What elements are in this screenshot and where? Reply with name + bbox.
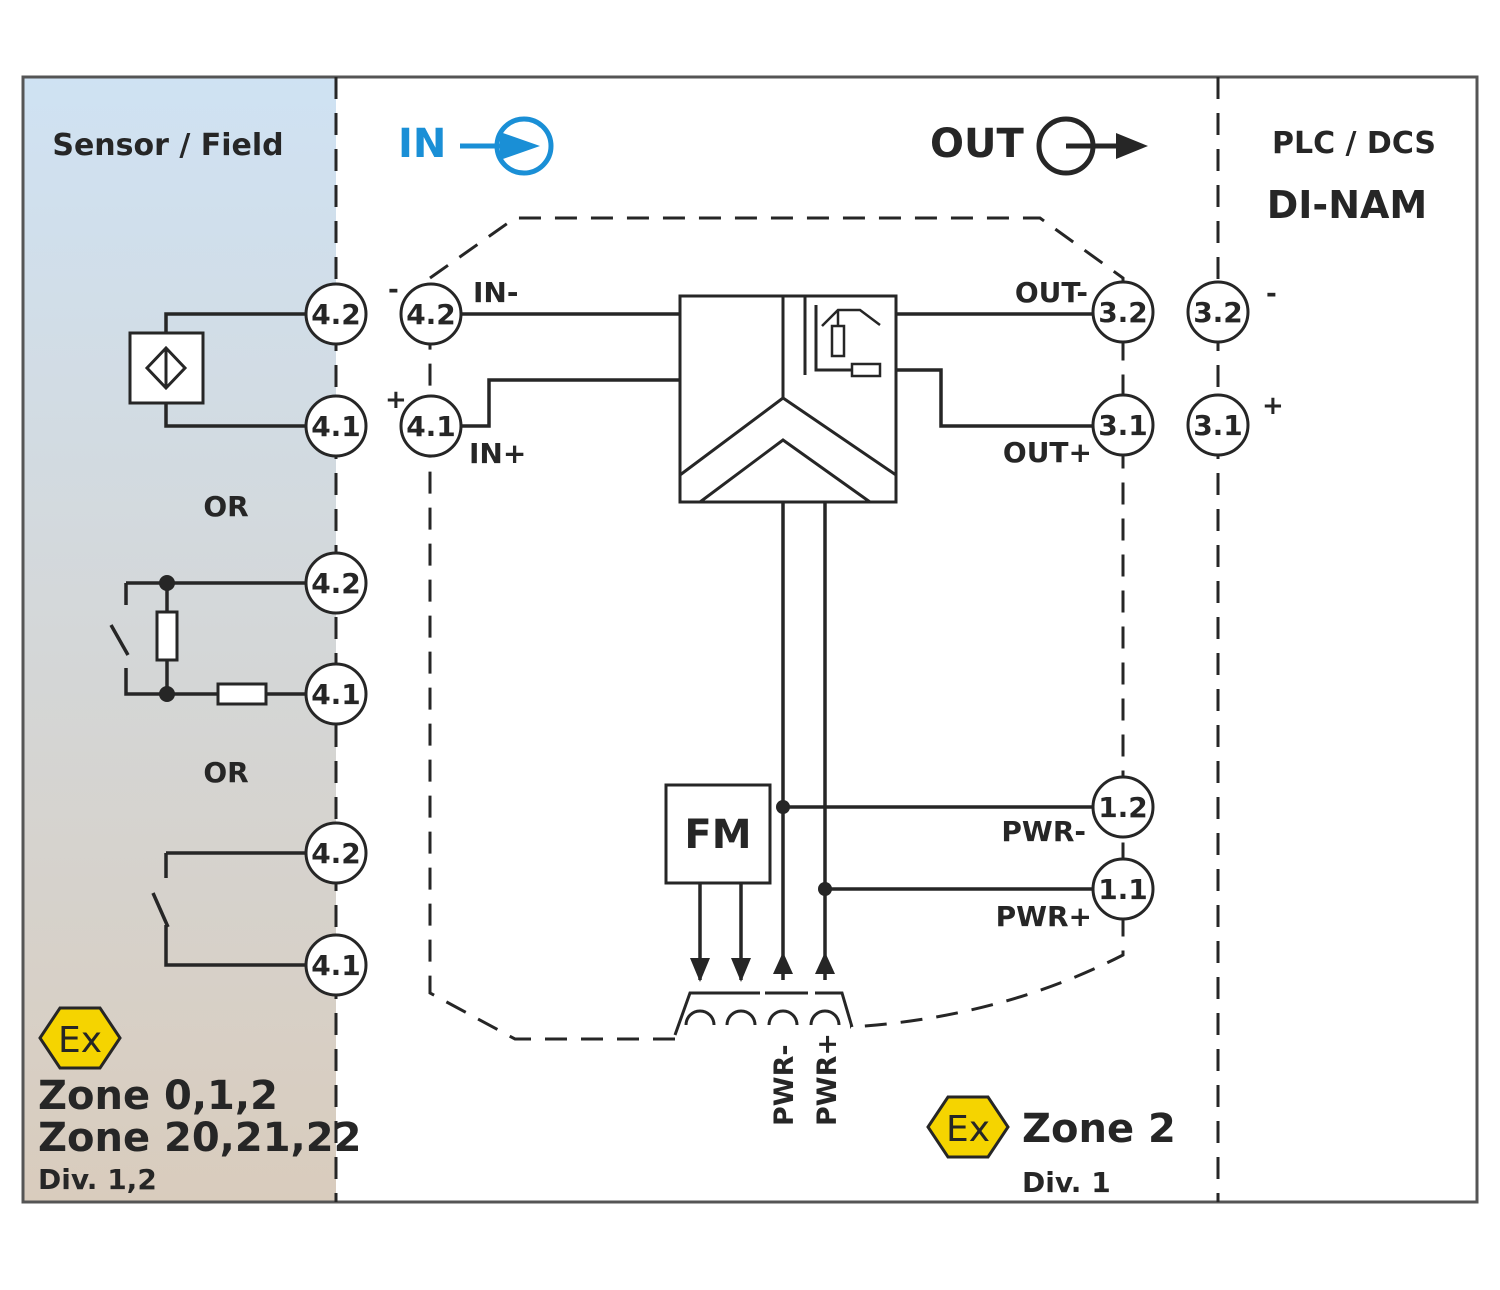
svg-text:4.2: 4.2 [311, 298, 361, 331]
out-arrow-icon [1036, 116, 1148, 176]
terminal-field-b-4-1: 4.1 [304, 662, 368, 726]
fm-block [664, 783, 772, 885]
junction-dot [818, 882, 832, 896]
bottom-pwr-minus-label: PWR- [769, 1044, 800, 1126]
svg-text:4.1: 4.1 [311, 949, 361, 982]
bottom-power-connector [673, 883, 854, 1036]
pwr-minus-label: PWR- [1001, 815, 1086, 848]
svg-text:4.2: 4.2 [311, 837, 361, 870]
in-minus-sign: - [388, 275, 399, 305]
module-zone: Zone 2 [1022, 1106, 1176, 1152]
svg-text:4.1: 4.1 [311, 678, 361, 711]
svg-text:Ex: Ex [946, 1109, 990, 1150]
module-boundary [428, 216, 1125, 1041]
svg-text:1.1: 1.1 [1098, 873, 1148, 906]
field-zone-line-1: Zone 0,1,2 [38, 1073, 278, 1119]
terminal-field-b-4-2: 4.2 [304, 551, 368, 615]
proximity-sensor [128, 312, 305, 428]
bottom-pwr-plus-label: PWR+ [812, 1033, 843, 1126]
plc-subtitle: DI-NAM [1267, 183, 1427, 227]
module-div: Div. 1 [1022, 1166, 1111, 1199]
plc-plus-sign: + [1262, 391, 1284, 421]
svg-text:1.2: 1.2 [1098, 791, 1148, 824]
terminal-field-c-4-2: 4.2 [304, 821, 368, 885]
plc-minus-sign: - [1266, 279, 1277, 309]
terminal-field-a-4-2: 4.2 [304, 282, 368, 346]
switch-contact-circuit [151, 851, 305, 967]
in-arrow-icon [460, 116, 554, 176]
terminal-plc-3-2: 3.2 [1186, 280, 1250, 344]
out-plus-wire [880, 368, 1093, 428]
in-minus-label: IN- [473, 276, 518, 309]
fm-label: FM [684, 812, 751, 858]
out-plus-label: OUT+ [1003, 436, 1092, 469]
svg-text:Ex: Ex [58, 1020, 102, 1061]
terminal-out-3-1: 3.1 [1091, 393, 1155, 457]
svg-text:3.2: 3.2 [1098, 296, 1148, 329]
galvanic-isolator-block [678, 294, 898, 504]
terminal-field-a-4-1: 4.1 [304, 394, 368, 458]
terminal-out-3-2: 3.2 [1091, 280, 1155, 344]
in-plus-label: IN+ [469, 437, 526, 470]
terminal-plc-3-1: 3.1 [1186, 393, 1250, 457]
ex-hazard-icon: Ex [38, 1006, 122, 1070]
svg-text:4.1: 4.1 [311, 410, 361, 443]
svg-text:4.2: 4.2 [311, 567, 361, 600]
terminal-pwr-1-1: 1.1 [1091, 857, 1155, 921]
in-plus-sign: + [385, 385, 407, 415]
or-label-2: OR [203, 756, 248, 789]
svg-text:4.2: 4.2 [406, 298, 456, 331]
resistor-switch-circuit [109, 575, 305, 706]
svg-text:3.1: 3.1 [1193, 409, 1243, 442]
svg-text:3.2: 3.2 [1193, 296, 1243, 329]
terminal-in-4-2: 4.2 [399, 282, 463, 346]
junction-dot [776, 800, 790, 814]
svg-text:3.1: 3.1 [1098, 409, 1148, 442]
svg-text:4.1: 4.1 [406, 410, 456, 443]
terminal-in-4-1: 4.1 [399, 394, 463, 458]
out-label: OUT [930, 121, 1024, 167]
outer-frame [21, 75, 1479, 1204]
field-div: Div. 1,2 [38, 1163, 157, 1196]
plc-title: PLC / DCS [1272, 126, 1436, 161]
pwr-plus-label: PWR+ [996, 900, 1092, 933]
in-label: IN [398, 121, 446, 167]
terminal-pwr-1-2: 1.2 [1091, 775, 1155, 839]
ex-hazard-icon: Ex [926, 1095, 1010, 1159]
in-plus-wire [461, 378, 680, 428]
field-zone-line-2: Zone 20,21,22 [38, 1115, 361, 1161]
out-minus-label: OUT- [1015, 276, 1088, 309]
field-title: Sensor / Field [52, 128, 283, 163]
terminal-field-c-4-1: 4.1 [304, 933, 368, 997]
or-label-1: OR [203, 490, 248, 523]
